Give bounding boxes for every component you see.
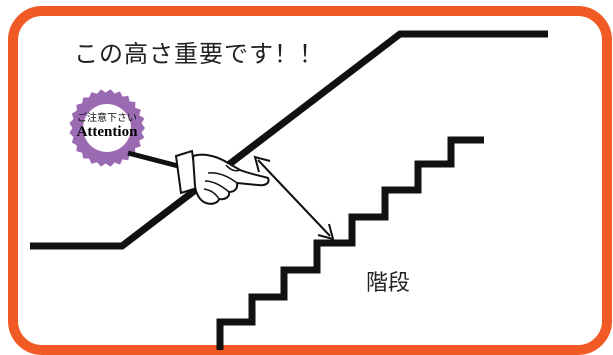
badge-caution-text: ご注意下さい bbox=[77, 111, 137, 124]
orange-frame bbox=[8, 6, 612, 355]
badge-inner-circle bbox=[83, 104, 131, 152]
badge-attention-text: Attention bbox=[77, 124, 138, 140]
attention-badge: ご注意下さい Attention bbox=[69, 89, 145, 167]
pointing-hand-icon bbox=[127, 149, 270, 205]
handrail-line bbox=[30, 30, 548, 250]
double-headed-arrow-icon bbox=[253, 155, 335, 241]
headline-text: この高さ重要です！！ bbox=[74, 41, 324, 68]
stairs-label: 階段 bbox=[366, 270, 410, 295]
staircase-line bbox=[216, 136, 484, 350]
